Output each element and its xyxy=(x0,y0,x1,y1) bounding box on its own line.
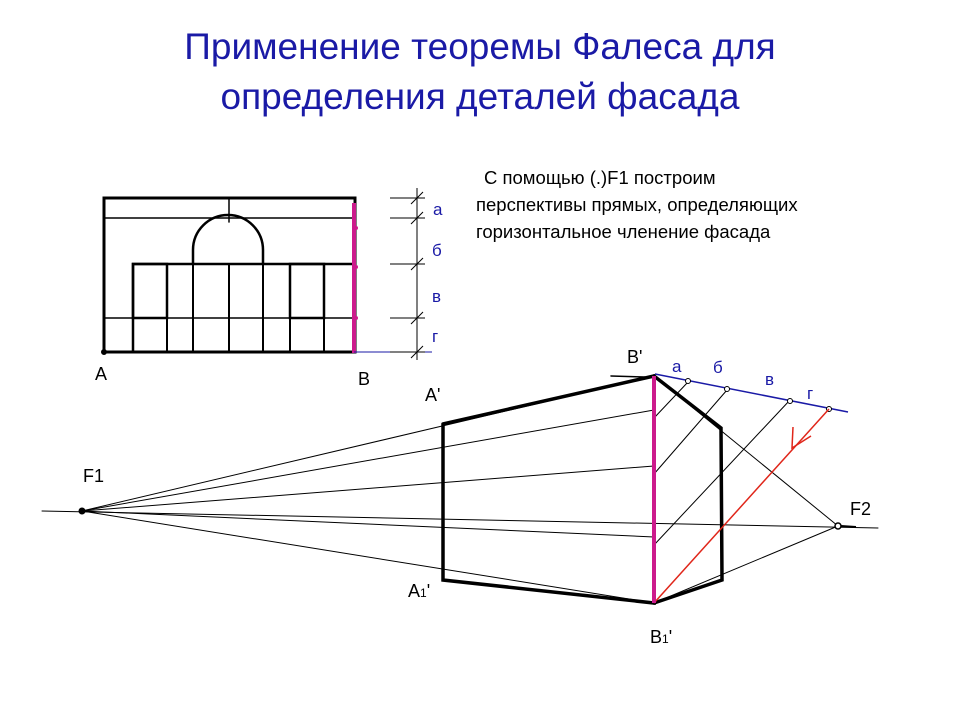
label-persp-a: а xyxy=(672,357,682,376)
title-line-1: Применение теоремы Фалеса для xyxy=(184,26,776,67)
point-A xyxy=(101,349,107,355)
auxiliary-line xyxy=(653,389,728,475)
facade-window-left xyxy=(131,262,169,320)
label-B: B xyxy=(358,369,370,389)
ray-from-F1 xyxy=(81,409,655,512)
label-persp-v: в xyxy=(765,370,774,389)
division-line xyxy=(654,373,849,413)
label-persp-g: г xyxy=(807,384,813,403)
label-F2: F2 xyxy=(850,499,871,519)
ray-from-F1 xyxy=(81,510,655,604)
label-persp-b: б xyxy=(713,358,723,377)
label-A-prime: A' xyxy=(425,385,440,405)
facade-arch xyxy=(191,213,265,266)
point-F1 xyxy=(78,507,86,515)
label-B1-prime: B1' xyxy=(650,627,672,647)
label-B1-sub: 1 xyxy=(662,632,669,646)
facade-window-right xyxy=(288,262,326,320)
label-A1-sub: 1 xyxy=(420,586,427,600)
label-B1-tick: ' xyxy=(669,627,672,647)
auxiliary-line xyxy=(653,381,689,419)
side-face-tick xyxy=(610,375,646,378)
facade-edge-B xyxy=(352,203,358,353)
explanation-text: С помощью (.)F1 построим перспективы пря… xyxy=(476,164,916,245)
building-outline xyxy=(441,373,656,605)
label-a: а xyxy=(433,200,443,219)
label-v: в xyxy=(432,287,441,306)
ray-from-F1 xyxy=(81,465,655,512)
label-F1: F1 xyxy=(83,466,104,486)
title-line-2: определения деталей фасада xyxy=(220,76,740,117)
red-parallel-line xyxy=(653,408,830,604)
label-g: г xyxy=(432,327,438,346)
ray-to-F2 xyxy=(653,525,839,604)
label-A1-prime: A1' xyxy=(408,581,430,601)
label-A1-main: A xyxy=(408,581,420,601)
dimension-chain xyxy=(390,188,425,360)
perspective-construction xyxy=(41,373,879,605)
label-b: б xyxy=(432,241,442,260)
point-F2 xyxy=(834,522,857,530)
label-A: A xyxy=(95,364,107,384)
building-side-face xyxy=(652,374,724,605)
note-line-2: перспективы прямых, определяющих xyxy=(476,194,798,215)
label-B-prime: B' xyxy=(627,347,642,367)
note-line-1: С помощью (.)F1 построим xyxy=(484,167,716,188)
horizon-line xyxy=(41,510,879,529)
ray-from-F1 xyxy=(81,510,655,538)
label-A1-tick: ' xyxy=(427,581,430,601)
facade-elevation xyxy=(101,196,357,355)
note-line-3: горизонтальное членение фасада xyxy=(476,221,771,242)
slide-title: Применение теоремы Фалеса для определени… xyxy=(0,22,960,122)
label-B1-main: B xyxy=(650,627,662,647)
